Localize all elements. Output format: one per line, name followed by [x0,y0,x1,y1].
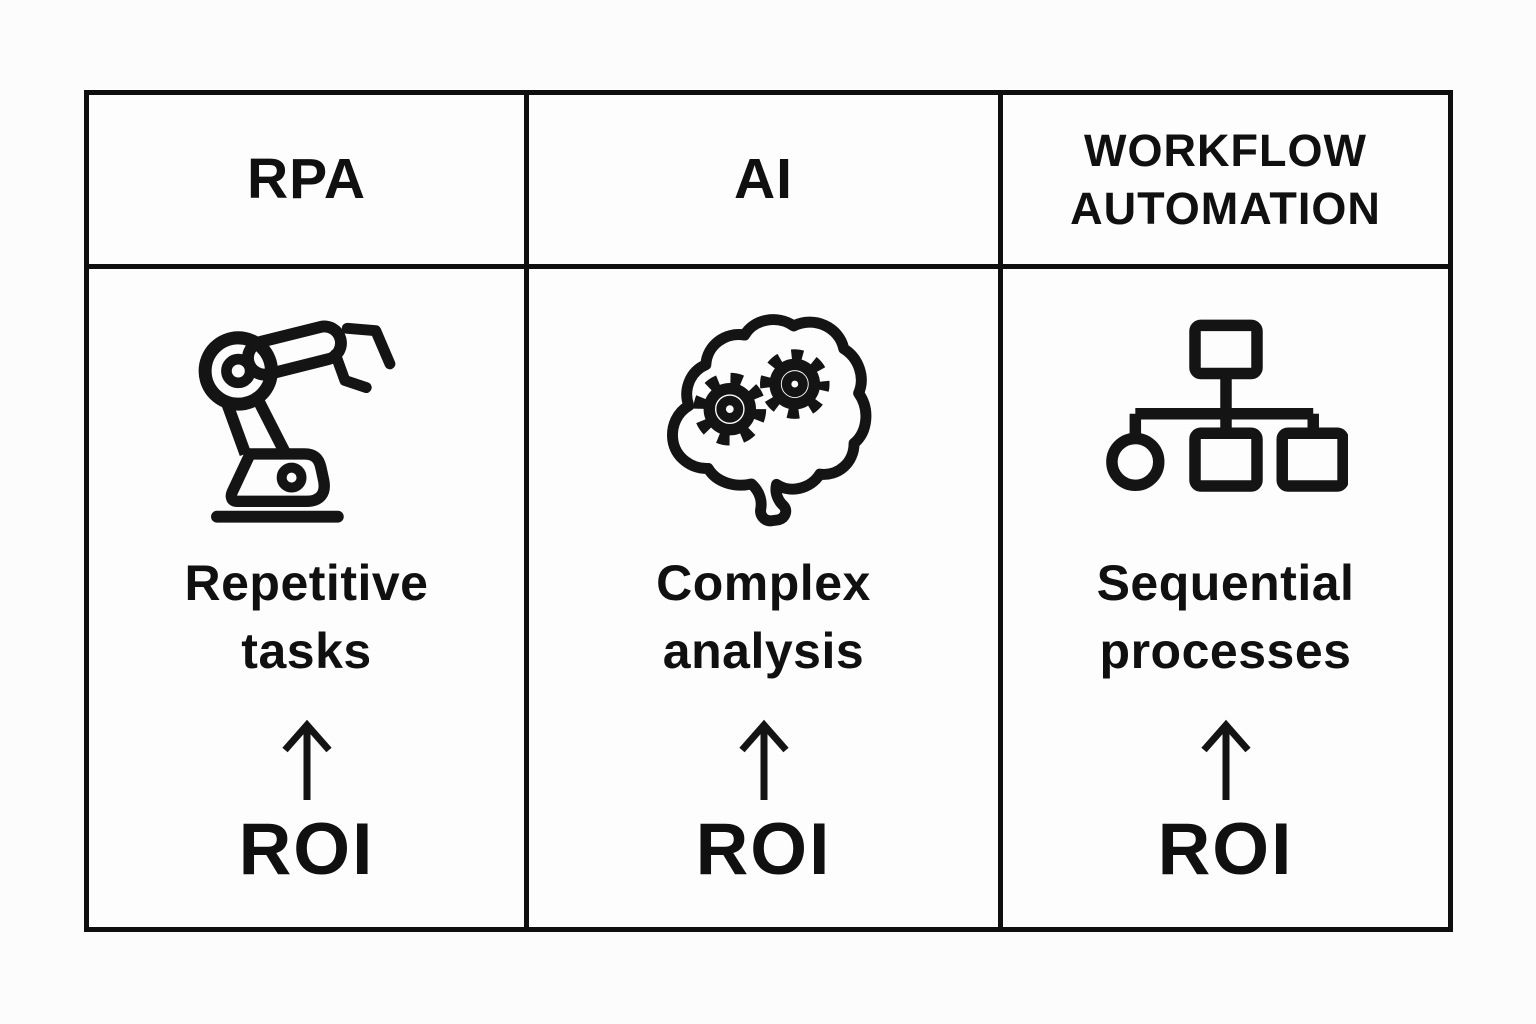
header-cell-rpa: RPA [89,95,529,269]
up-arrow-icon [731,715,797,803]
header-label-line1: WORKFLOW [1084,124,1367,176]
body-cell-workflow-automation: Sequential processes ROI [1003,269,1448,927]
robot-arm-icon [89,297,524,535]
body-cell-ai: Complex analysis ROI [529,269,1003,927]
header-label: RPA [246,147,367,212]
roi-label: ROI [238,809,375,890]
workflow-automation-label: Sequential processes [1096,555,1355,679]
brain-gears-icon [529,297,998,535]
roi-label: ROI [695,809,832,890]
header-label-line2: AUTOMATION [1070,182,1381,234]
header-cell-ai: AI [529,95,1003,269]
header-label: AI [734,147,793,212]
rpa-label: Repetitive tasks [184,555,429,679]
flowchart-icon [1003,297,1448,535]
body-cell-rpa: Repetitive tasks ROI [89,269,529,927]
up-arrow-icon [1193,715,1259,803]
header-cell-workflow-automation: WORKFLOW AUTOMATION [1003,95,1448,269]
up-arrow-icon [274,715,340,803]
comparison-table: RPA AI WORKFLOW AUTOMATION Repetitive [84,90,1453,932]
roi-label: ROI [1157,809,1294,890]
ai-label: Complex analysis [656,555,871,679]
